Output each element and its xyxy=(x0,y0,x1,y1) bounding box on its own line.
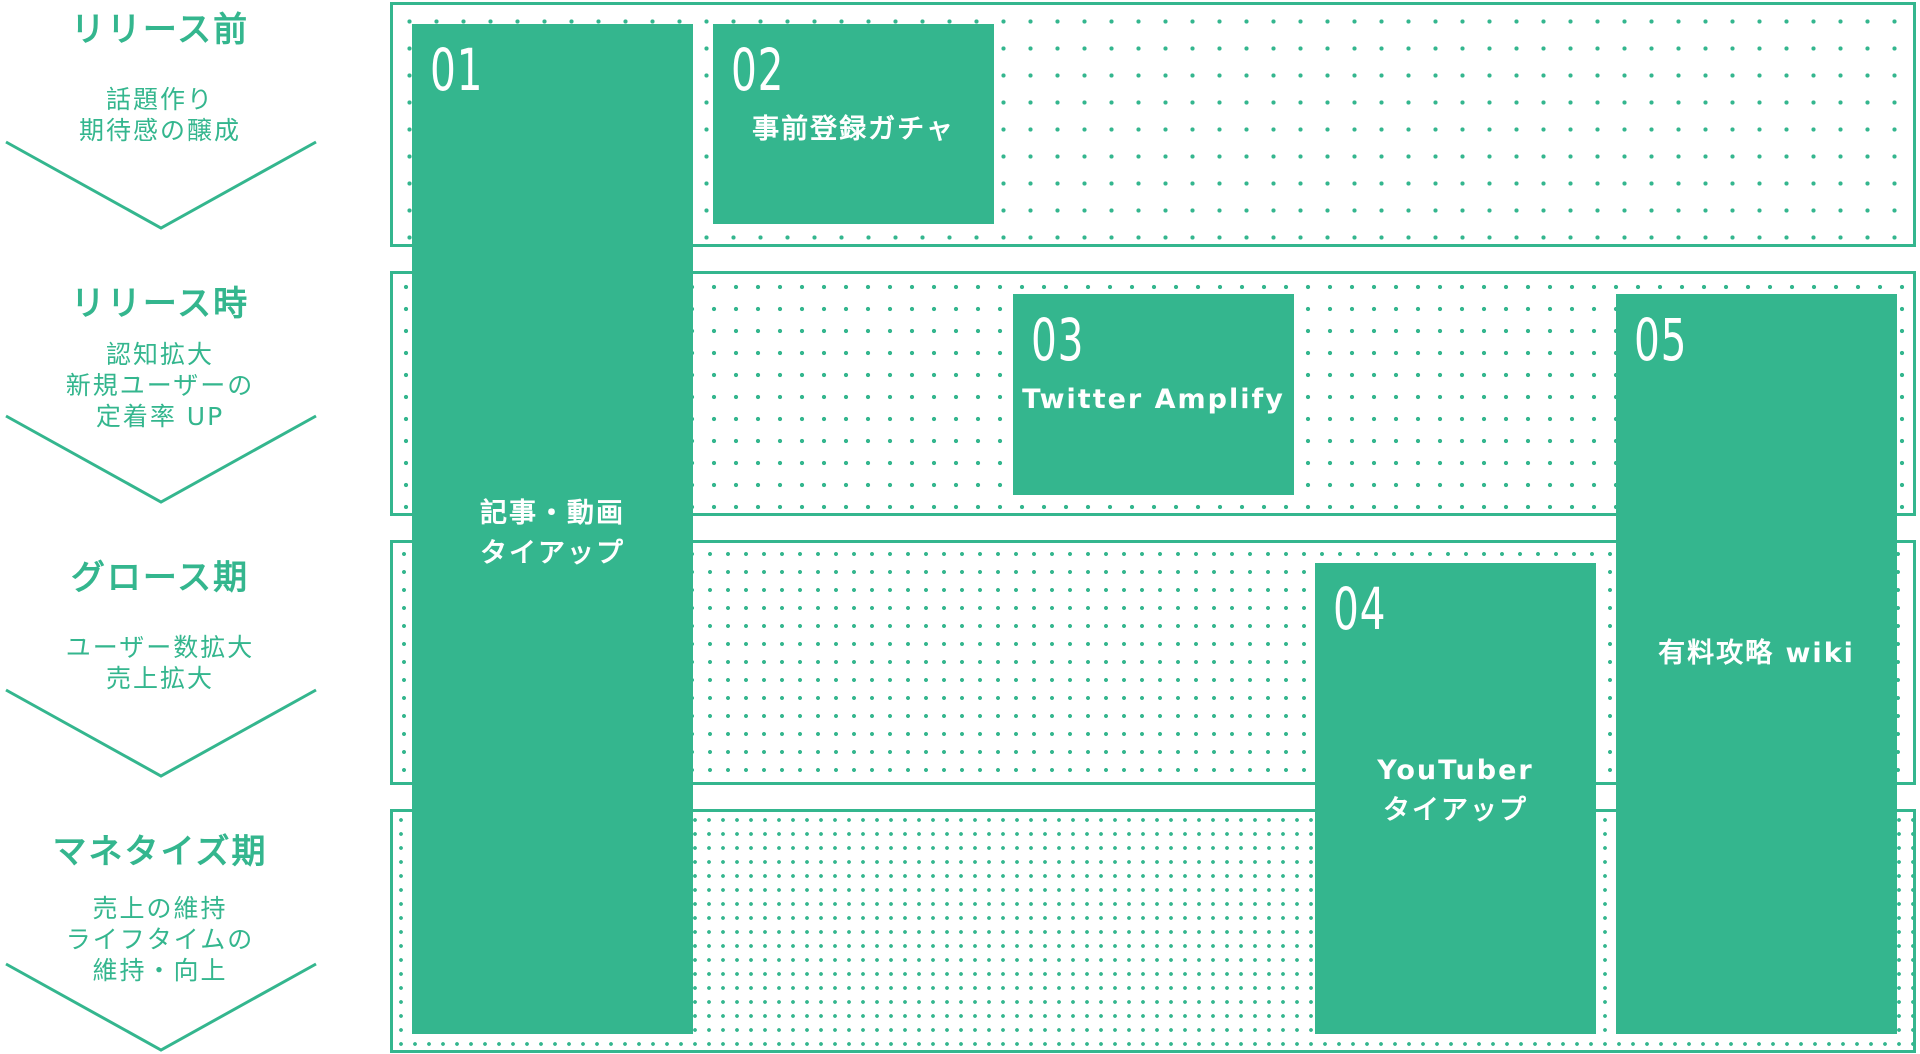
chevron-down-icon xyxy=(5,140,317,230)
measure-number: 04 xyxy=(1333,575,1387,643)
measure-label: 記事・動画 タイアップ xyxy=(412,494,693,574)
chevron-down-icon xyxy=(5,688,317,778)
phase-desc-line: 話題作り xyxy=(105,85,214,114)
phase-desc-monetize: 売上の維持 ライフタイムの 維持・向上 xyxy=(0,893,320,986)
phase-desc-line: 定着率 UP xyxy=(95,402,225,431)
phase-desc-line: 維持・向上 xyxy=(92,956,228,985)
phase-desc-line: ライフタイムの xyxy=(65,925,255,954)
measure-number: 01 xyxy=(430,36,484,104)
measure-box-04: 04 YouTuber タイアップ xyxy=(1315,563,1596,1034)
measure-label-line: 記事・動画 xyxy=(480,498,625,529)
measure-label-line: 事前登録ガチャ xyxy=(752,114,955,145)
measure-box-03: 03 Twitter Amplify xyxy=(1013,294,1294,495)
measure-label: Twitter Amplify xyxy=(1013,380,1294,420)
phase-title-growth: グロース期 xyxy=(70,558,250,598)
measure-box-05: 05 有料攻略 wiki xyxy=(1616,294,1897,1034)
phase-desc-line: 期待感の醸成 xyxy=(78,116,241,145)
phase-desc-pre-release: 話題作り 期待感の醸成 xyxy=(0,84,320,146)
measure-box-01: 01 記事・動画 タイアップ xyxy=(412,24,693,1034)
measure-label-line: タイアップ xyxy=(480,538,625,569)
measure-label-line: Twitter Amplify xyxy=(1022,384,1285,415)
phase-desc-line: 新規ユーザーの xyxy=(65,371,255,400)
phase-desc-growth: ユーザー数拡大 売上拡大 xyxy=(0,632,320,694)
measure-number: 02 xyxy=(731,36,785,104)
phase-title-pre-release: リリース前 xyxy=(70,10,250,50)
phase-title-release: リリース時 xyxy=(70,284,250,324)
measure-label: YouTuber タイアップ xyxy=(1315,751,1596,831)
phase-title-monetize: マネタイズ期 xyxy=(52,832,268,872)
chevron-down-icon xyxy=(5,962,317,1052)
measure-label: 事前登録ガチャ xyxy=(713,110,994,150)
phase-desc-release: 認知拡大 新規ユーザーの 定着率 UP xyxy=(0,339,320,432)
chevron-down-icon xyxy=(5,414,317,504)
measure-label-line: 有料攻略 wiki xyxy=(1658,638,1855,669)
measure-label-line: タイアップ xyxy=(1383,795,1528,826)
measure-number: 03 xyxy=(1031,306,1085,374)
measure-number: 05 xyxy=(1634,306,1688,374)
measure-label-line: YouTuber xyxy=(1377,755,1534,786)
phase-desc-line: 売上の維持 xyxy=(92,894,228,923)
phase-desc-line: 認知拡大 xyxy=(105,340,214,369)
phase-desc-line: 売上拡大 xyxy=(105,664,214,693)
measure-box-02: 02 事前登録ガチャ xyxy=(713,24,994,224)
phase-desc-line: ユーザー数拡大 xyxy=(65,633,255,662)
measure-label: 有料攻略 wiki xyxy=(1616,634,1897,674)
